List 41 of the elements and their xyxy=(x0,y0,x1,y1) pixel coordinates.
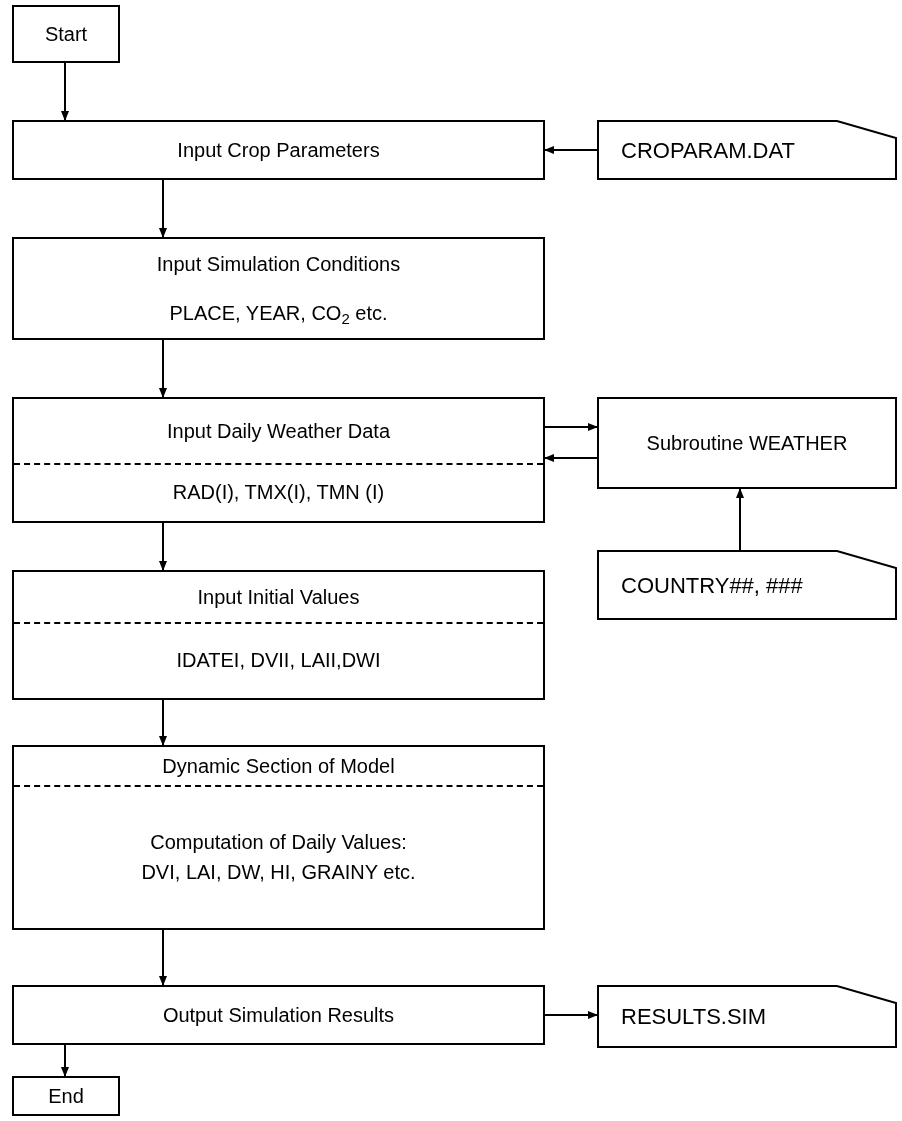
arrow xyxy=(544,423,598,431)
arrow xyxy=(61,1044,69,1077)
box-detail: PLACE, YEAR, CO$_{2}$ etc. xyxy=(168,301,389,327)
box-heading: Subroutine WEATHER xyxy=(645,431,849,456)
data-file-shape xyxy=(597,120,897,180)
process-box xyxy=(12,985,545,1045)
box-heading: Output Simulation Results xyxy=(161,1003,396,1028)
box-heading: Input Daily Weather Data xyxy=(165,419,392,444)
process-box xyxy=(12,397,545,523)
box-detail: RAD(I), TMX(I), TMN (I) xyxy=(171,480,386,505)
process-box xyxy=(597,397,897,489)
process-box xyxy=(12,745,545,930)
box-heading: Input Crop Parameters xyxy=(176,138,381,163)
process-box xyxy=(12,570,545,700)
file-name: COUNTRY##, ### xyxy=(621,571,803,600)
process-box xyxy=(12,5,120,63)
process-box xyxy=(12,120,545,180)
box-detail: Computation of Daily Values: xyxy=(149,829,408,855)
file-name: RESULTS.SIM xyxy=(621,1003,767,1031)
file-name: CROPARAM.DAT xyxy=(621,136,795,165)
arrow xyxy=(544,146,598,154)
data-file-shape xyxy=(597,550,897,620)
arrow xyxy=(159,699,167,746)
box-heading: Input Simulation Conditions xyxy=(155,251,402,277)
arrow xyxy=(159,179,167,238)
arrow xyxy=(159,522,167,571)
box-heading: End xyxy=(47,1084,85,1109)
box-detail: IDATEI, DVII, LAII,DWI xyxy=(175,648,382,673)
arrow xyxy=(159,929,167,986)
arrow xyxy=(544,1011,598,1019)
arrow xyxy=(61,62,69,121)
process-box xyxy=(12,1076,120,1116)
arrow xyxy=(159,339,167,398)
box-detail: DVI, LAI, DW, HI, GRAINY etc. xyxy=(140,859,417,885)
arrow xyxy=(736,488,744,551)
data-file-shape xyxy=(597,985,897,1048)
arrow xyxy=(544,454,598,462)
box-heading: Start xyxy=(43,22,89,47)
box-heading: Input Initial Values xyxy=(196,585,361,610)
process-box xyxy=(12,237,545,340)
box-heading: Dynamic Section of Model xyxy=(161,754,396,779)
